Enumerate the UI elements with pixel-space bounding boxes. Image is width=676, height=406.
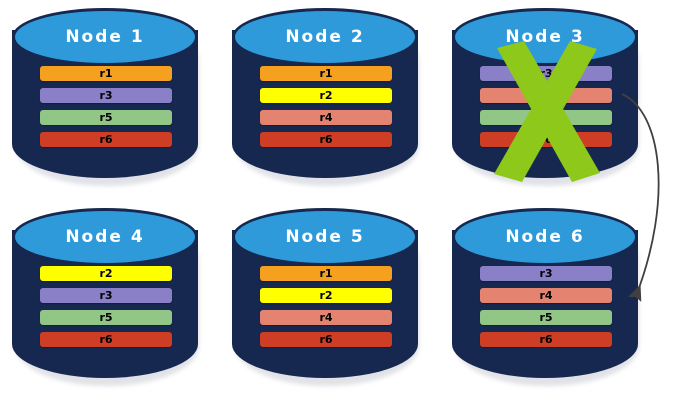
record-bar-r6[interactable]: r6 <box>40 332 172 347</box>
record-bar-r4[interactable]: r4 <box>480 288 612 303</box>
record-bar-r6[interactable]: r6 <box>480 132 612 147</box>
record-bar-r5[interactable]: r5 <box>40 310 172 325</box>
record-bar-r6[interactable]: r6 <box>40 132 172 147</box>
cylinder-top-ellipse <box>452 208 638 266</box>
record-bar-r6[interactable]: r6 <box>260 332 392 347</box>
cylinder-top-ellipse <box>452 8 638 66</box>
record-bar-r1[interactable]: r1 <box>260 66 392 81</box>
record-bar-r1[interactable]: r1 <box>260 266 392 281</box>
record-list: r1 r2 r4 r6 <box>260 66 392 154</box>
record-bar-r6[interactable]: r6 <box>260 132 392 147</box>
record-list: r2 r3 r5 r6 <box>40 266 172 354</box>
record-bar-r1[interactable]: r1 <box>40 66 172 81</box>
record-bar-r3[interactable]: r3 <box>480 66 612 81</box>
record-bar-r3[interactable]: r3 <box>480 266 612 281</box>
record-bar-r4[interactable]: r4 <box>260 310 392 325</box>
record-list: r3 r4 r5 r6 <box>480 66 612 154</box>
record-bar-r3[interactable]: r3 <box>40 288 172 303</box>
record-bar-r4[interactable]: r4 <box>480 88 612 103</box>
record-bar-r2[interactable]: r2 <box>40 266 172 281</box>
record-bar-r2[interactable]: r2 <box>260 88 392 103</box>
cylinder-top-ellipse <box>12 8 198 66</box>
record-bar-r5[interactable]: r5 <box>480 310 612 325</box>
cylinder-top-ellipse <box>232 8 418 66</box>
cylinder-top-ellipse <box>232 208 418 266</box>
record-list: r1 r3 r5 r6 <box>40 66 172 154</box>
record-list: r3 r4 r5 r6 <box>480 266 612 354</box>
record-bar-r2[interactable]: r2 <box>260 288 392 303</box>
record-bar-r5[interactable]: r5 <box>480 110 612 125</box>
cylinder-top-ellipse <box>12 208 198 266</box>
record-bar-r6[interactable]: r6 <box>480 332 612 347</box>
record-bar-r5[interactable]: r5 <box>40 110 172 125</box>
record-bar-r3[interactable]: r3 <box>40 88 172 103</box>
record-list: r1 r2 r4 r6 <box>260 266 392 354</box>
record-bar-r4[interactable]: r4 <box>260 110 392 125</box>
